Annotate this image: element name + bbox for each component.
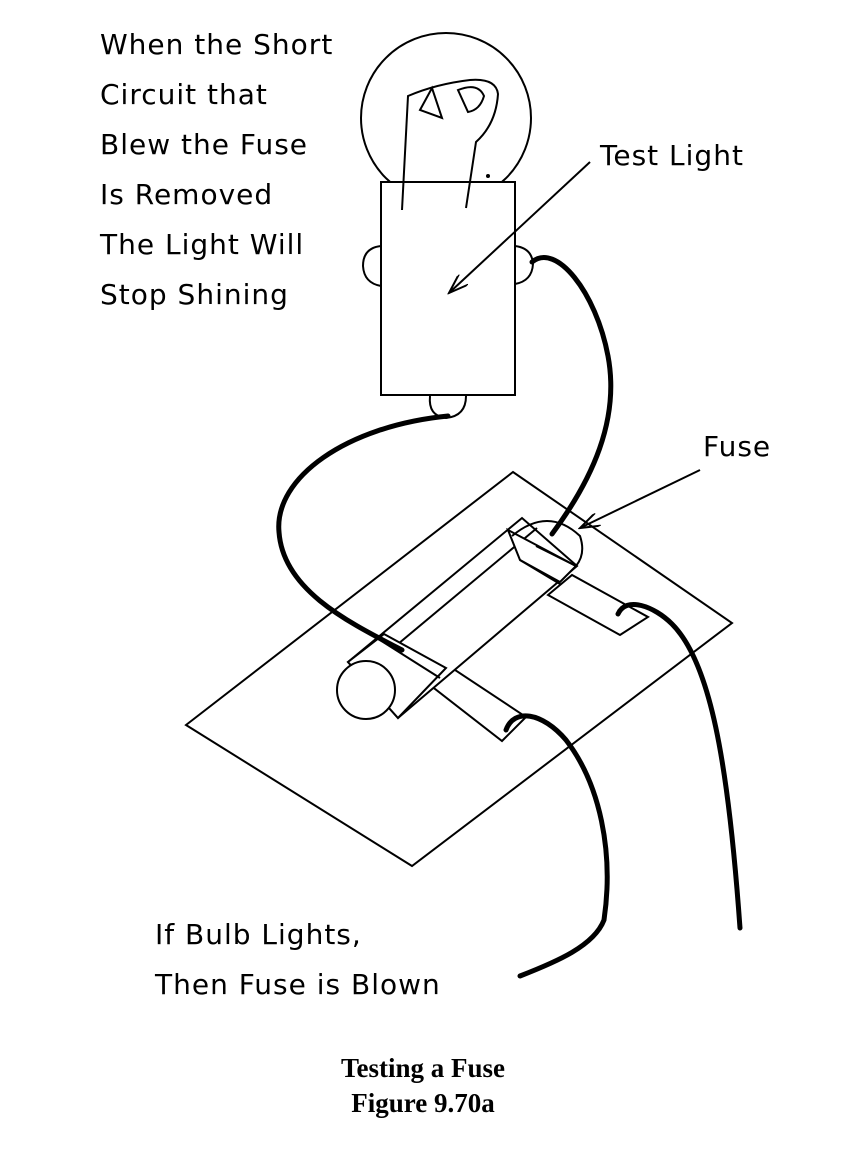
wires: [276, 255, 743, 979]
test-light: [360, 32, 535, 420]
wire-test-light-to-fuse-near: [276, 413, 451, 653]
bulb-filament: [401, 78, 500, 211]
bulb-lights-note-line: If Bulb Lights,: [155, 918, 362, 951]
fuse-label: Fuse: [703, 430, 772, 463]
short-circuit-note: When the Short Circuit that Blew the Fus…: [100, 20, 333, 320]
bulb-lights-note-line: Then Fuse is Blown: [155, 968, 441, 1001]
bulb: [360, 32, 532, 204]
wire-circuit-lower: [503, 713, 610, 979]
short-circuit-note-line: When the Short: [100, 28, 334, 61]
test-light-terminal-left: [361, 245, 382, 287]
bulb-lights-note: If Bulb Lights, Then Fuse is Blown: [155, 910, 441, 1010]
fuse-arrow: [580, 469, 701, 528]
fuse-end-cap-near: [336, 660, 396, 720]
short-circuit-note-line: Circuit that: [100, 78, 268, 111]
fuse: [336, 516, 584, 720]
short-circuit-note-line: The Light Will: [100, 228, 305, 261]
mounting-plate: [184, 470, 734, 868]
short-circuit-note-line: Blew the Fuse: [100, 128, 309, 161]
fuse-clip-upper: [546, 573, 650, 637]
wire-test-light-to-fuse-far: [529, 255, 614, 537]
figure-title: Testing a Fuse: [340, 1053, 506, 1083]
wire-circuit-upper: [615, 602, 743, 931]
test-light-terminal-right: [514, 245, 535, 285]
short-circuit-note-line: Stop Shining: [100, 278, 289, 311]
short-circuit-note-line: Is Removed: [100, 178, 274, 211]
test-light-body: [380, 181, 516, 396]
figure-number: Figure 9.70a: [351, 1088, 495, 1118]
test-light-arrow: [449, 161, 591, 293]
test-light-label: Test Light: [600, 139, 744, 172]
